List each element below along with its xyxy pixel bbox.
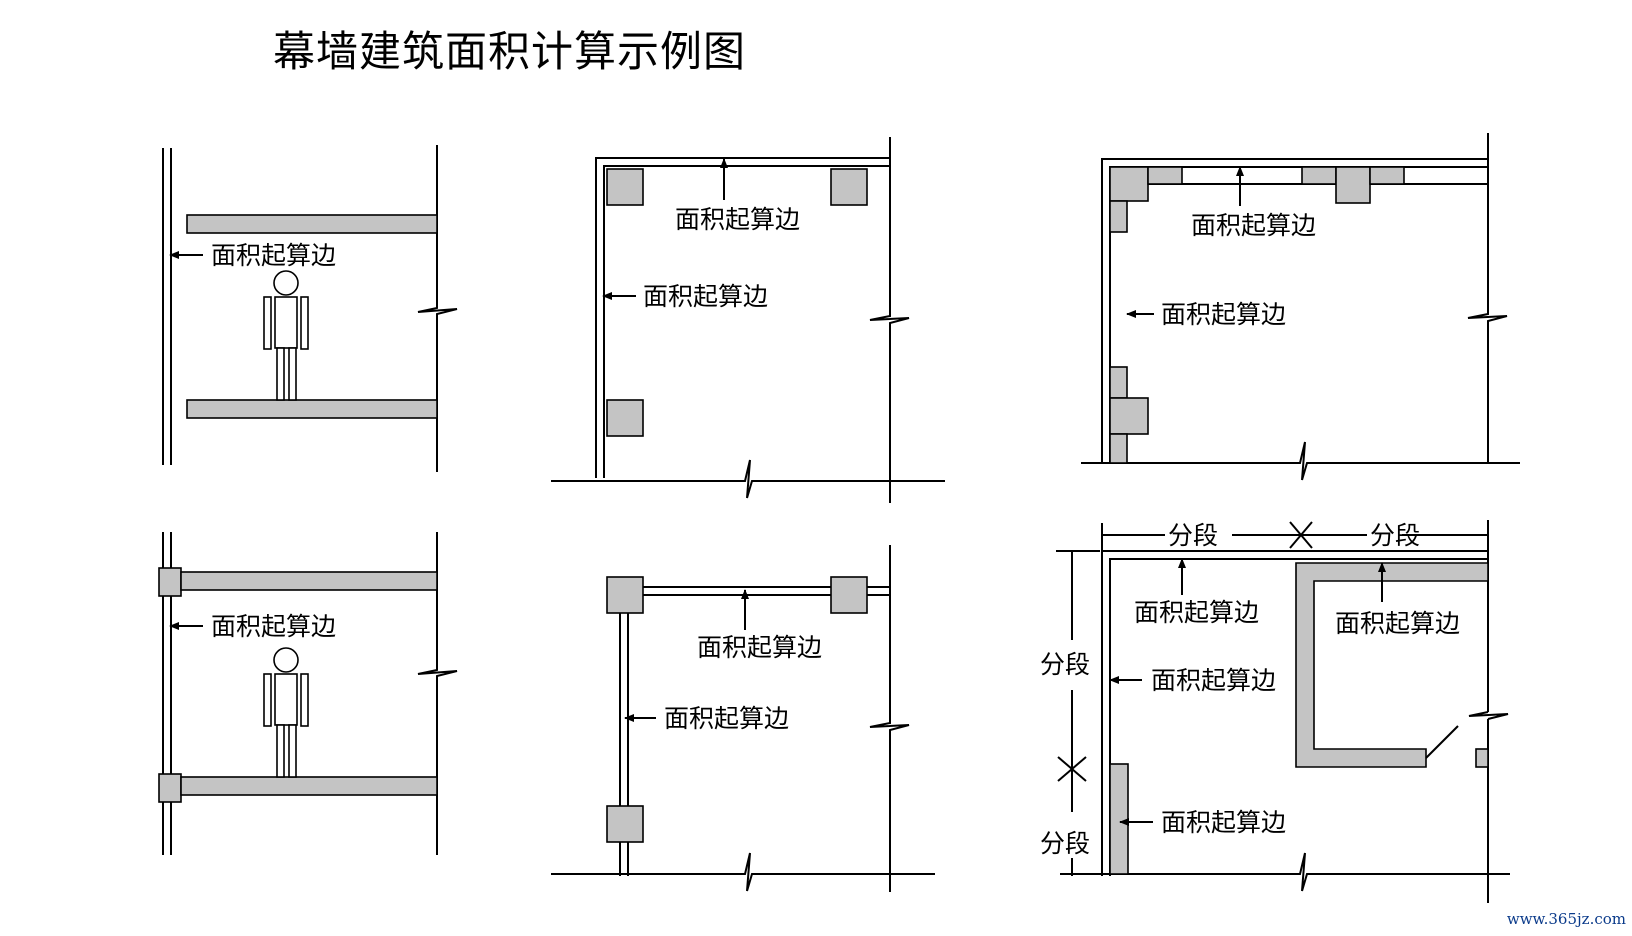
page-title: 幕墙建筑面积计算示例图: [273, 27, 747, 76]
column: [1369, 166, 1405, 185]
column: [606, 168, 644, 206]
floor-slab: [180, 776, 438, 796]
floor-slab: [186, 214, 438, 234]
panel-plan-continuous: 面积起算边 面积起算边: [1081, 133, 1520, 481]
area-edge-label: 面积起算边: [1161, 808, 1286, 837]
area-edge-label: 面积起算边: [643, 282, 768, 311]
panel-plan-segmented: 分段 分段 分段 分段 面积起算边 面积起算边 面积起算边 面积起算边: [1040, 520, 1510, 903]
column: [1335, 166, 1371, 204]
area-edge-label: 面积起算边: [211, 241, 336, 270]
panel-plan-outer-columns: 面积起算边 面积起算边: [551, 545, 935, 892]
area-edge-label: 面积起算边: [1161, 300, 1286, 329]
segment-label: 分段: [1168, 521, 1218, 550]
area-edge-label: 面积起算边: [1191, 211, 1316, 240]
column: [606, 805, 644, 843]
segment-label: 分段: [1040, 650, 1090, 679]
panel-section-columns: 面积起算边: [158, 532, 458, 855]
column: [606, 576, 644, 614]
column-head: [158, 567, 182, 597]
panel-section-glass: 面积起算边: [162, 145, 458, 472]
column: [830, 168, 868, 206]
column: [1109, 433, 1128, 464]
panel-plan-inner-columns: 面积起算边 面积起算边: [551, 137, 945, 503]
column: [1109, 366, 1128, 399]
area-edge-label: 面积起算边: [211, 612, 336, 641]
area-edge-label: 面积起算边: [675, 205, 800, 234]
column: [1147, 166, 1183, 185]
column: [1301, 166, 1337, 185]
area-edge-label: 面积起算边: [697, 633, 822, 662]
area-edge-label: 面积起算边: [1151, 666, 1276, 695]
corner-column: [1109, 166, 1149, 202]
wall-stub: [1475, 748, 1489, 768]
area-edge-label: 面积起算边: [664, 704, 789, 733]
column: [1109, 763, 1129, 875]
floor-slab: [180, 571, 438, 591]
column: [830, 576, 868, 614]
area-edge-label: 面积起算边: [1335, 609, 1460, 638]
column: [1109, 200, 1128, 233]
person-figure: [263, 647, 309, 778]
segment-label: 分段: [1040, 829, 1090, 858]
floor-slab: [186, 399, 438, 419]
area-edge-label: 面积起算边: [1134, 598, 1259, 627]
footer-url: www.365jz.com: [1506, 910, 1626, 928]
column: [606, 399, 644, 437]
segment-label: 分段: [1370, 521, 1420, 550]
column: [1109, 397, 1149, 435]
inner-wall: [1295, 562, 1489, 768]
column-head: [158, 773, 182, 803]
person-figure: [263, 270, 309, 401]
